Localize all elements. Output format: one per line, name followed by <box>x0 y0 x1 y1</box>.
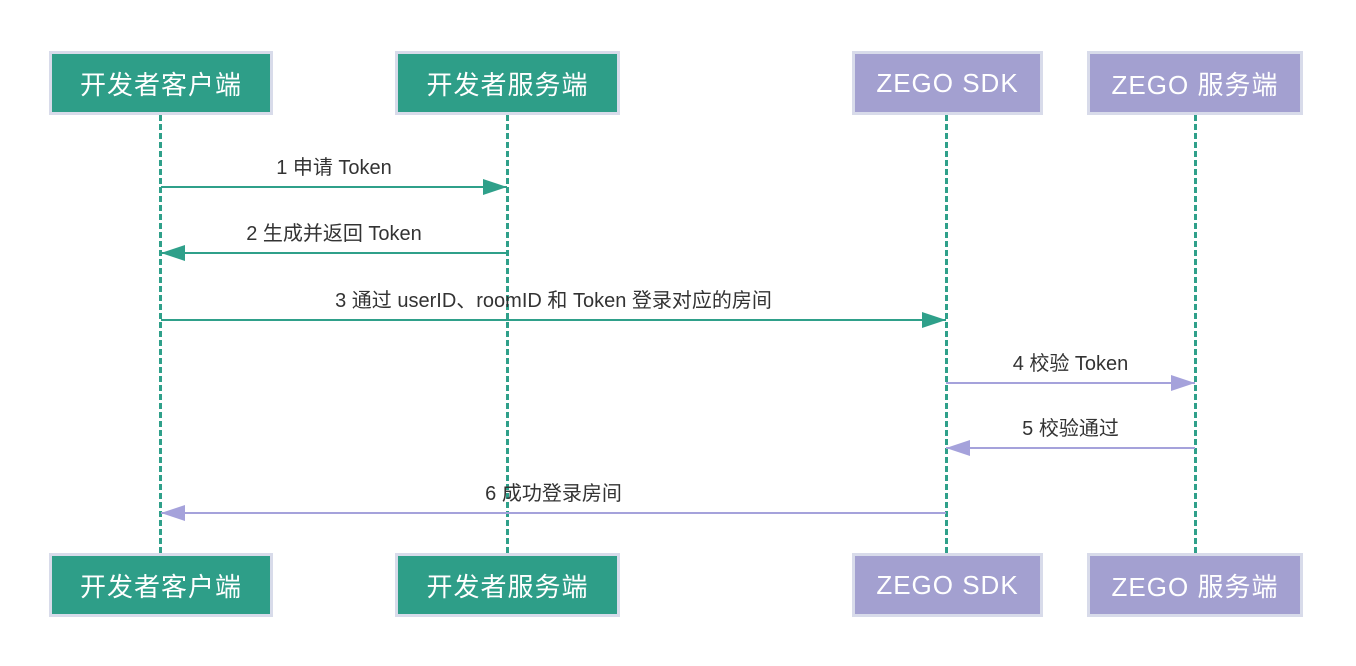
message-2-arrowhead <box>161 245 185 261</box>
message-5-line <box>946 447 1195 449</box>
actor-top-zego-server: ZEGO 服务端 <box>1087 51 1303 115</box>
message-5-label: 5 校验通过 <box>1022 418 1119 440</box>
actor-top-developer-server: 开发者服务端 <box>395 51 620 115</box>
message-5-arrowhead <box>946 440 970 456</box>
message-4-line <box>946 382 1195 384</box>
actor-top-zego-sdk: ZEGO SDK <box>852 51 1043 115</box>
lifeline-zego-server <box>1194 115 1197 553</box>
message-6-line <box>161 512 946 514</box>
message-4-label: 4 校验 Token <box>1012 353 1129 375</box>
message-2-line <box>161 252 507 254</box>
message-3-label: 3 通过 userID、roomID 和 Token 登录对应的房间 <box>335 290 772 312</box>
actor-bottom-developer-client: 开发者客户端 <box>49 553 273 617</box>
message-3-arrowhead <box>922 312 946 328</box>
message-1-line <box>161 186 507 188</box>
lifeline-zego-sdk <box>945 115 948 553</box>
actor-bottom-developer-server: 开发者服务端 <box>395 553 620 617</box>
message-4-arrowhead <box>1171 375 1195 391</box>
actor-bottom-zego-server: ZEGO 服务端 <box>1087 553 1303 617</box>
message-1-arrowhead <box>483 179 507 195</box>
actor-bottom-zego-sdk: ZEGO SDK <box>852 553 1043 617</box>
lifeline-developer-client <box>159 115 162 553</box>
message-1-label: 1 申请 Token <box>276 157 392 179</box>
actor-top-developer-client: 开发者客户端 <box>49 51 273 115</box>
message-3-line <box>161 319 946 321</box>
message-2-label: 2 生成并返回 Token <box>246 223 422 245</box>
lifeline-developer-server <box>506 115 509 553</box>
message-6-label: 6 成功登录房间 <box>485 483 622 505</box>
message-6-arrowhead <box>161 505 185 521</box>
